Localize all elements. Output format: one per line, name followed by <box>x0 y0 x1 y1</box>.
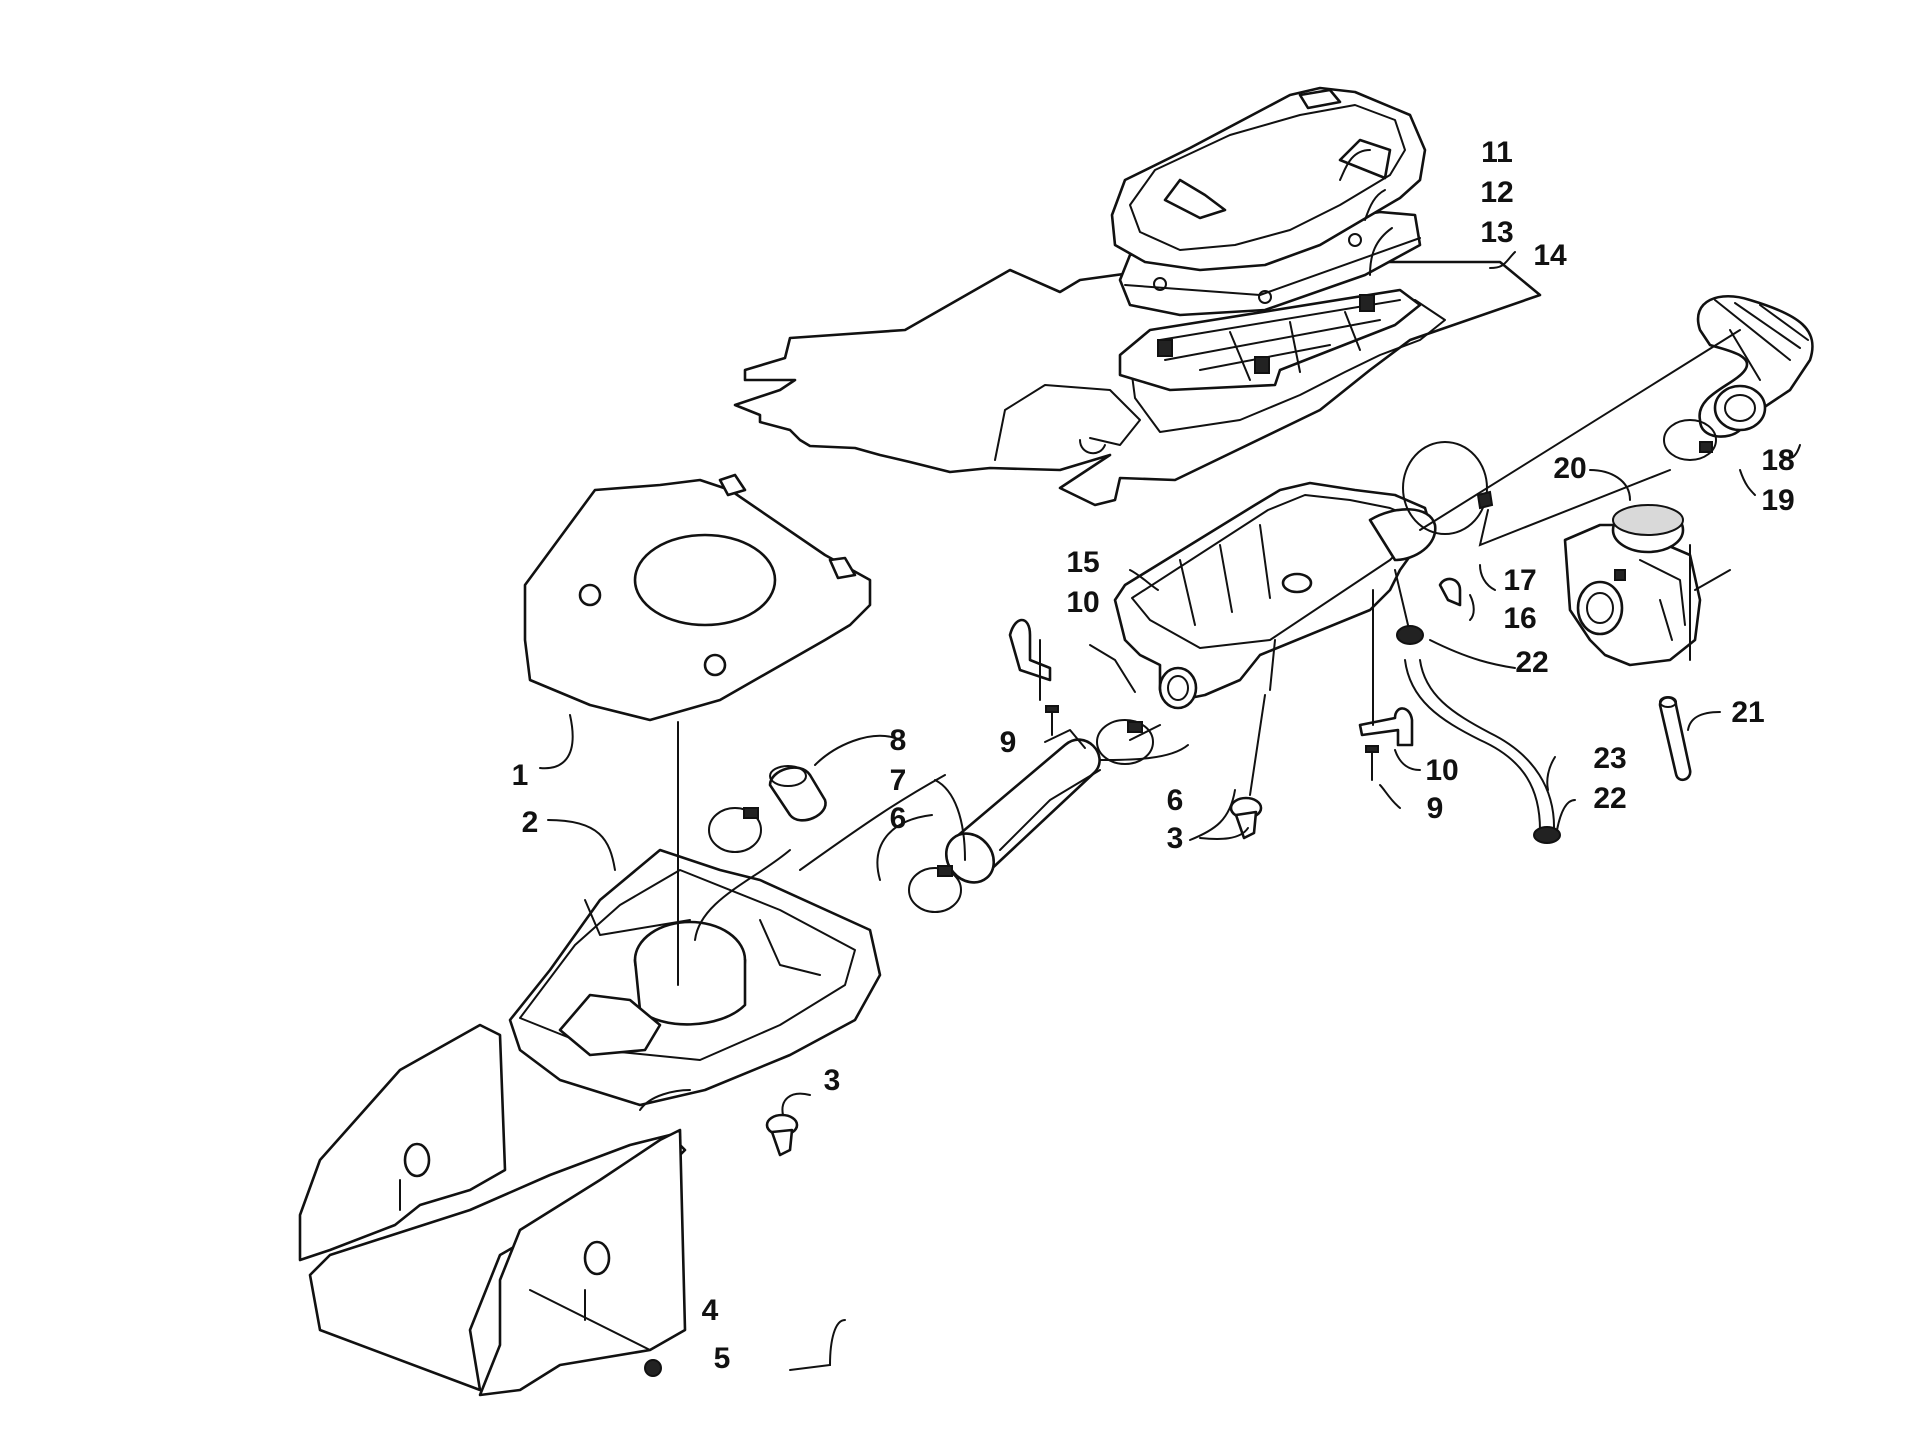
part-3-plug-lower <box>765 1113 799 1157</box>
callout-3-lower: 3 <box>824 1064 841 1097</box>
part-9-screw-right <box>1365 745 1379 781</box>
callout-4: 4 <box>702 1294 719 1327</box>
leader-lines <box>539 149 1801 1371</box>
part-10-bracket-right <box>1358 707 1414 747</box>
callout-12: 12 <box>1480 176 1513 209</box>
callout-labels: 1 2 3 3 4 5 6 6 7 8 9 9 10 10 11 12 13 1… <box>512 136 1795 1375</box>
callout-13: 13 <box>1480 216 1513 249</box>
part-8-sleeve <box>708 765 827 853</box>
callout-6-right: 6 <box>1167 784 1184 817</box>
callout-23: 23 <box>1593 742 1626 775</box>
part-10-bracket-left <box>1008 618 1052 682</box>
part-5-fastener <box>529 1289 662 1377</box>
callout-15: 15 <box>1066 546 1099 579</box>
callout-10-right: 10 <box>1425 754 1458 787</box>
callout-8: 8 <box>890 724 907 757</box>
callout-6-left: 6 <box>890 802 907 835</box>
callout-20: 20 <box>1553 452 1586 485</box>
callout-18: 18 <box>1761 444 1794 477</box>
callout-1: 1 <box>512 759 529 792</box>
part-13-filter-cage <box>1118 288 1422 392</box>
callout-2: 2 <box>522 806 539 839</box>
part-9-screw-left <box>1045 705 1059 736</box>
callout-5: 5 <box>714 1342 731 1375</box>
callout-17: 17 <box>1503 564 1536 597</box>
part-20-carburetor <box>1563 504 1731 667</box>
part-15-airbox-base <box>1113 481 1437 710</box>
callout-14: 14 <box>1533 239 1567 272</box>
callout-16: 16 <box>1503 602 1536 635</box>
callout-3-upper: 3 <box>1167 822 1184 855</box>
callout-11: 11 <box>1481 136 1513 169</box>
part-6-clamp-right <box>1096 719 1154 765</box>
callout-22-lower: 22 <box>1593 782 1626 815</box>
part-11-airbox-cover <box>1110 86 1427 272</box>
part-22-clamp-lower <box>1533 826 1561 844</box>
callout-9-right: 9 <box>1427 792 1444 825</box>
callout-9-left: 9 <box>1000 726 1017 759</box>
callout-22-upper: 22 <box>1515 646 1548 679</box>
part-17-large-clamp <box>1402 441 1494 535</box>
part-7-duct <box>944 729 1101 884</box>
part-4-shield <box>298 1023 687 1397</box>
callout-19: 19 <box>1761 484 1794 517</box>
part-6-clamp-left <box>908 865 962 913</box>
callout-7: 7 <box>890 764 907 797</box>
callout-21: 21 <box>1731 696 1764 729</box>
part-23-hose <box>1404 659 1556 831</box>
callout-10-left: 10 <box>1066 586 1099 619</box>
part-1-lid <box>523 473 872 722</box>
part-16-bracket <box>1438 577 1462 607</box>
part-19-clamp <box>1663 419 1717 461</box>
part-22-clamp-upper <box>1396 625 1424 645</box>
part-3-plug-upper <box>1229 796 1263 840</box>
part-18-intake-boot <box>1696 295 1814 438</box>
part-21-tube <box>1658 696 1692 782</box>
part-2-tray <box>508 848 882 1107</box>
